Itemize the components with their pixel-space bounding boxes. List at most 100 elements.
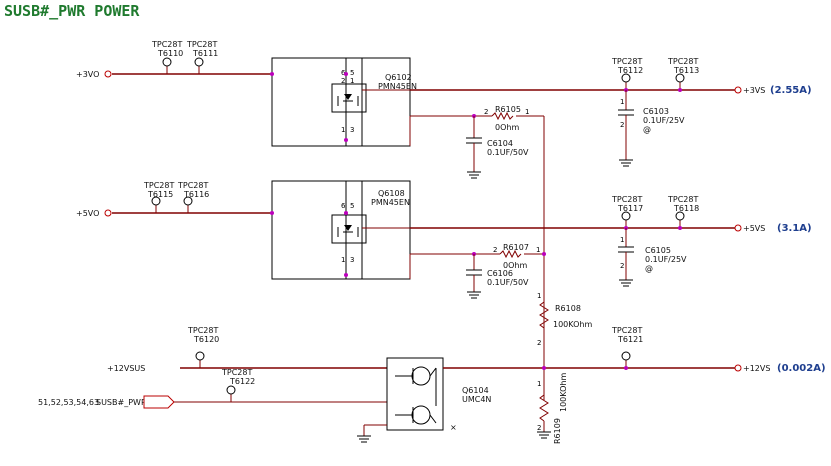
tp-ref-t6113: T6113 xyxy=(673,66,699,75)
svg-text:3: 3 xyxy=(350,256,354,264)
svg-text:2: 2 xyxy=(484,108,488,116)
tp-ref-t6111: T6111 xyxy=(192,49,218,58)
svg-text:1: 1 xyxy=(620,236,624,244)
tp-type-t6121: TPC28T xyxy=(611,326,642,335)
testpoint-t6115 xyxy=(151,196,161,206)
testpoint-t6111 xyxy=(194,57,204,67)
tp-ref-t6120: T6120 xyxy=(193,335,219,344)
tp-ref-t6118: T6118 xyxy=(673,204,699,213)
r6107-ref: R6107 xyxy=(503,243,529,252)
net-12vs-wire xyxy=(443,360,735,369)
tp-type-t6116: TPC28T xyxy=(177,181,208,190)
svg-text:2: 2 xyxy=(620,121,624,129)
page-title: SUSB#_PWR POWER xyxy=(4,2,140,20)
susb-offpage-connector xyxy=(143,395,175,409)
q6108-symbol xyxy=(271,180,411,280)
r6105-value: 0Ohm xyxy=(495,123,519,132)
tp-type-t6111: TPC28T xyxy=(186,40,217,49)
testpoint-t6110 xyxy=(162,57,172,67)
svg-text:1: 1 xyxy=(620,98,624,106)
svg-text:5: 5 xyxy=(350,202,354,210)
testpoint-t6117 xyxy=(621,211,631,221)
svg-text:6: 6 xyxy=(341,69,346,77)
c6103-value: 0.1UF/25V xyxy=(643,116,685,125)
current-3vs: (2.55A) xyxy=(770,85,812,96)
net-label-5vo: +5VO xyxy=(76,209,99,218)
gate-drive-2-wire xyxy=(409,249,544,279)
tp-type-t6120: TPC28T xyxy=(187,326,218,335)
c6104-ref: C6104 xyxy=(487,139,513,148)
svg-text:×: × xyxy=(450,423,457,432)
testpoint-t6112 xyxy=(621,73,631,83)
tp-ref-t6115: T6115 xyxy=(147,190,173,199)
connector-5vs xyxy=(734,224,742,232)
testpoint-t6122 xyxy=(226,385,236,395)
net-label-3vs: +3VS xyxy=(743,86,765,95)
c6105-symbol xyxy=(618,228,634,287)
r6109-ref: R6109 xyxy=(553,418,562,444)
c6105-mark: @ xyxy=(645,264,653,273)
q6104-gnd-wire xyxy=(357,424,387,443)
r6108-symbol xyxy=(539,301,549,329)
svg-text:3: 3 xyxy=(350,126,354,134)
tp-ref-t6117: T6117 xyxy=(617,204,643,213)
current-12vs: (0.002A) xyxy=(777,363,826,374)
svg-text:1: 1 xyxy=(341,126,345,134)
c6104-value: 0.1UF/50V xyxy=(487,148,529,157)
testpoint-t6113 xyxy=(675,73,685,83)
net-3vs-wire xyxy=(410,82,735,91)
net-label-3vo: +3VO xyxy=(76,70,99,79)
c6103-ref: C6103 xyxy=(643,107,669,116)
connector-5vo xyxy=(104,209,112,217)
net-label-susb: SUSB#_PWR xyxy=(96,398,147,407)
net-3vo-wire xyxy=(112,66,272,75)
svg-text:1: 1 xyxy=(350,77,354,85)
c6104-symbol xyxy=(466,116,482,179)
tp-type-t6115: TPC28T xyxy=(143,181,174,190)
r6109-symbol xyxy=(537,394,551,439)
tp-type-t6110: TPC28T xyxy=(151,40,182,49)
net-5vs-wire xyxy=(410,220,735,229)
tp-ref-t6112: T6112 xyxy=(617,66,643,75)
svg-text:2: 2 xyxy=(620,262,624,270)
c6103-symbol xyxy=(618,90,634,167)
q6102-part: PMN45EN xyxy=(378,82,417,91)
tp-type-t6118: TPC28T xyxy=(667,195,698,204)
net-label-12vs: +12VS xyxy=(743,364,770,373)
tp-ref-t6122: T6122 xyxy=(229,377,255,386)
current-5vs: (3.1A) xyxy=(777,223,812,234)
testpoint-t6118 xyxy=(675,211,685,221)
gate-drive-1-wire xyxy=(409,111,545,400)
c6106-value: 0.1UF/50V xyxy=(487,278,529,287)
svg-text:1: 1 xyxy=(525,108,529,116)
net-label-susb-pages: 51,52,53,54,63 xyxy=(38,398,99,407)
connector-3vs xyxy=(734,86,742,94)
testpoint-t6121 xyxy=(621,351,631,361)
q6104-part: UMC4N xyxy=(462,395,491,404)
tp-ref-t6121: T6121 xyxy=(617,335,643,344)
connector-3vo xyxy=(104,70,112,78)
svg-text:1: 1 xyxy=(536,246,540,254)
svg-text:1: 1 xyxy=(341,256,345,264)
net-label-5vs: +5VS xyxy=(743,224,765,233)
r6107-value: 0Ohm xyxy=(503,261,527,270)
q6108-ref: Q6108 xyxy=(378,189,405,198)
svg-text:1: 1 xyxy=(537,380,541,388)
r6108-value: 100KOhm xyxy=(553,320,592,329)
r6108-ref: R6108 xyxy=(555,304,581,313)
connector-12vs xyxy=(734,364,742,372)
net-susb-wire xyxy=(174,394,387,403)
testpoint-t6116 xyxy=(183,196,193,206)
tp-type-t6117: TPC28T xyxy=(611,195,642,204)
c6106-symbol xyxy=(466,254,482,299)
tp-ref-t6110: T6110 xyxy=(157,49,183,58)
r6109-value: 100KOhm xyxy=(559,373,568,412)
c6106-ref: C6106 xyxy=(487,269,513,278)
c6105-ref: C6105 xyxy=(645,246,671,255)
q6108-part: PMN45EN xyxy=(371,198,410,207)
testpoint-t6120 xyxy=(195,351,205,361)
tp-type-t6113: TPC28T xyxy=(667,57,698,66)
svg-text:2: 2 xyxy=(341,77,345,85)
r6105-ref: R6105 xyxy=(495,105,521,114)
